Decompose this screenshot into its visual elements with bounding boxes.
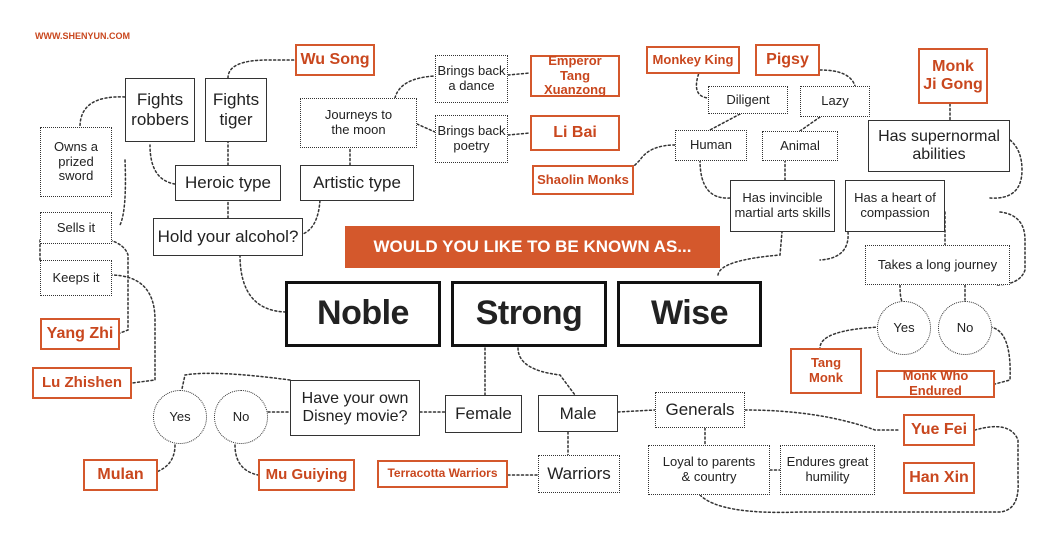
answer-mulan[interactable]: Mulan [83,459,158,491]
supernormal-abilities-node: Has supernormal abilities [868,120,1010,172]
fights-robbers-node: Fights robbers [125,78,195,142]
answer-emperor-tang-xuanzong[interactable]: Emperor Tang Xuanzong [530,53,620,97]
answer-mu-guiying[interactable]: Mu Guiying [258,459,355,491]
answer-li-bai[interactable]: Li Bai [530,115,620,151]
lazy-node: Lazy [800,86,870,117]
fights-tiger-node: Fights tiger [205,78,267,142]
invincible-martial-arts-node: Has invincible martial arts skills [730,180,835,232]
answer-lu-zhishen[interactable]: Lu Zhishen [32,367,132,399]
human-node: Human [675,130,747,161]
answer-yue-fei[interactable]: Yue Fei [903,414,975,446]
heart-of-compassion-node: Has a heart of compassion [845,180,945,232]
artistic-type-node: Artistic type [300,165,414,201]
hold-alcohol-question: Hold your alcohol? [153,218,303,256]
sells-it-node: Sells it [40,212,112,244]
answer-yang-zhi[interactable]: Yang Zhi [40,318,120,350]
strong-no-circle: No [214,390,268,444]
male-node: Male [538,395,618,432]
answer-terracotta-warriors[interactable]: Terracotta Warriors [377,460,508,488]
answer-monk-ji-gong[interactable]: Monk Ji Gong [918,48,988,104]
female-node: Female [445,395,522,433]
answer-han-xin[interactable]: Han Xin [903,462,975,494]
diligent-node: Diligent [708,86,788,114]
endures-humility-node: Endures great humility [780,445,875,495]
brings-poetry-node: Brings back poetry [435,115,508,163]
animal-node: Animal [762,131,838,161]
answer-monk-who-endured[interactable]: Monk Who Endured [876,368,995,398]
question-banner: WOULD YOU LIKE TO BE KNOWN AS... [345,226,720,268]
wise-no-circle: No [938,301,992,355]
heroic-type-node: Heroic type [175,165,281,201]
loyal-parents-country-node: Loyal to parents & country [648,445,770,495]
option-strong[interactable]: Strong [451,281,607,347]
disney-movie-question: Have your own Disney movie? [290,380,420,436]
brings-dance-node: Brings back a dance [435,55,508,103]
answer-pigsy[interactable]: Pigsy [755,44,820,76]
website-url[interactable]: WWW.SHENYUN.COM [35,31,130,41]
owns-sword-node: Owns a prized sword [40,127,112,197]
answer-monkey-king[interactable]: Monkey King [646,46,740,74]
answer-wu-song[interactable]: Wu Song [295,44,375,76]
long-journey-node: Takes a long journey [865,245,1010,285]
answer-shaolin-monks[interactable]: Shaolin Monks [532,165,634,195]
warriors-node: Warriors [538,455,620,493]
strong-yes-circle: Yes [153,390,207,444]
option-noble[interactable]: Noble [285,281,441,347]
keeps-it-node: Keeps it [40,260,112,296]
option-wise[interactable]: Wise [617,281,762,347]
journeys-moon-node: Journeys to the moon [300,98,417,148]
answer-tang-monk[interactable]: Tang Monk [790,348,862,394]
wise-yes-circle: Yes [877,301,931,355]
generals-node: Generals [655,392,745,428]
